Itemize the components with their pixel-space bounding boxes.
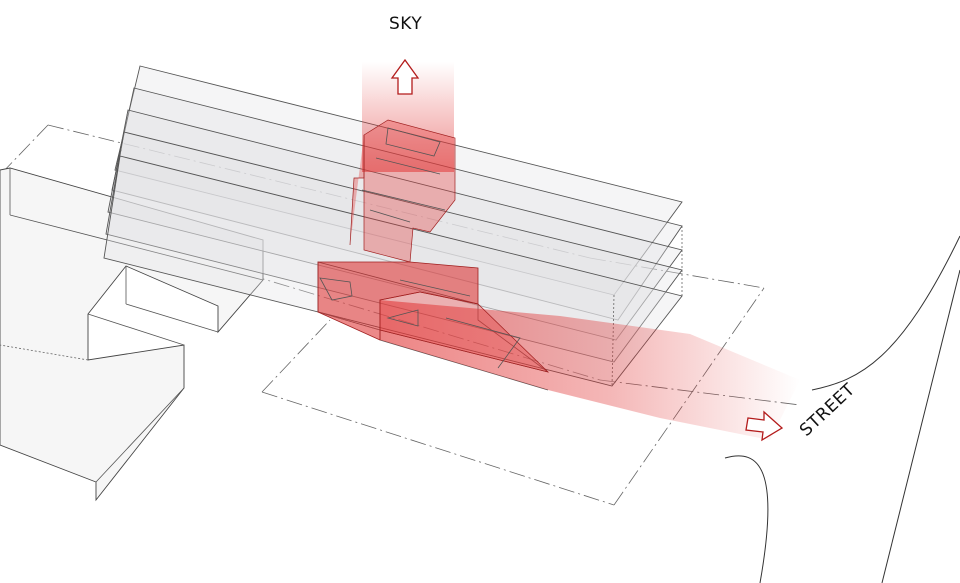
street-light-flow xyxy=(317,261,800,440)
arrow-right-icon xyxy=(745,410,784,442)
arrow-up-icon xyxy=(390,58,420,95)
neighbor-building-left xyxy=(0,167,264,502)
street-edges xyxy=(724,235,960,583)
sky-light-shaft xyxy=(349,62,456,263)
sky-label: SKY xyxy=(389,14,423,34)
